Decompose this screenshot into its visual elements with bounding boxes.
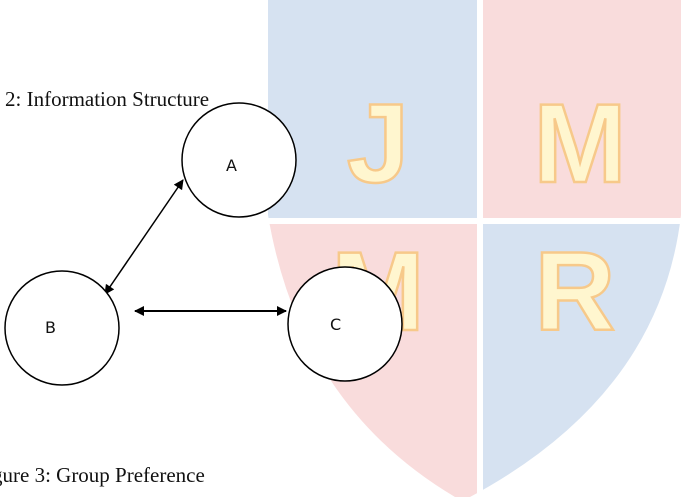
node-a: A: [181, 102, 297, 218]
watermark-letter-j: J: [347, 81, 409, 206]
node-c-label: C: [330, 315, 341, 334]
node-a-label: A: [226, 156, 237, 175]
figure-caption-information-structure: 2: Information Structure: [5, 87, 210, 111]
node-b: B: [4, 270, 120, 386]
watermark-letter-r: R: [535, 229, 616, 354]
watermark-letter-m-top: M: [533, 81, 626, 206]
watermark-panel-top-left: [268, 0, 477, 218]
figure-caption-group-preference: gure 3: Group Preference: [0, 463, 205, 487]
node-b-label: B: [45, 318, 56, 337]
node-c: C: [287, 266, 403, 382]
watermark-panel-top-right: [483, 0, 681, 218]
edge-a-b-arrow: [104, 179, 184, 295]
